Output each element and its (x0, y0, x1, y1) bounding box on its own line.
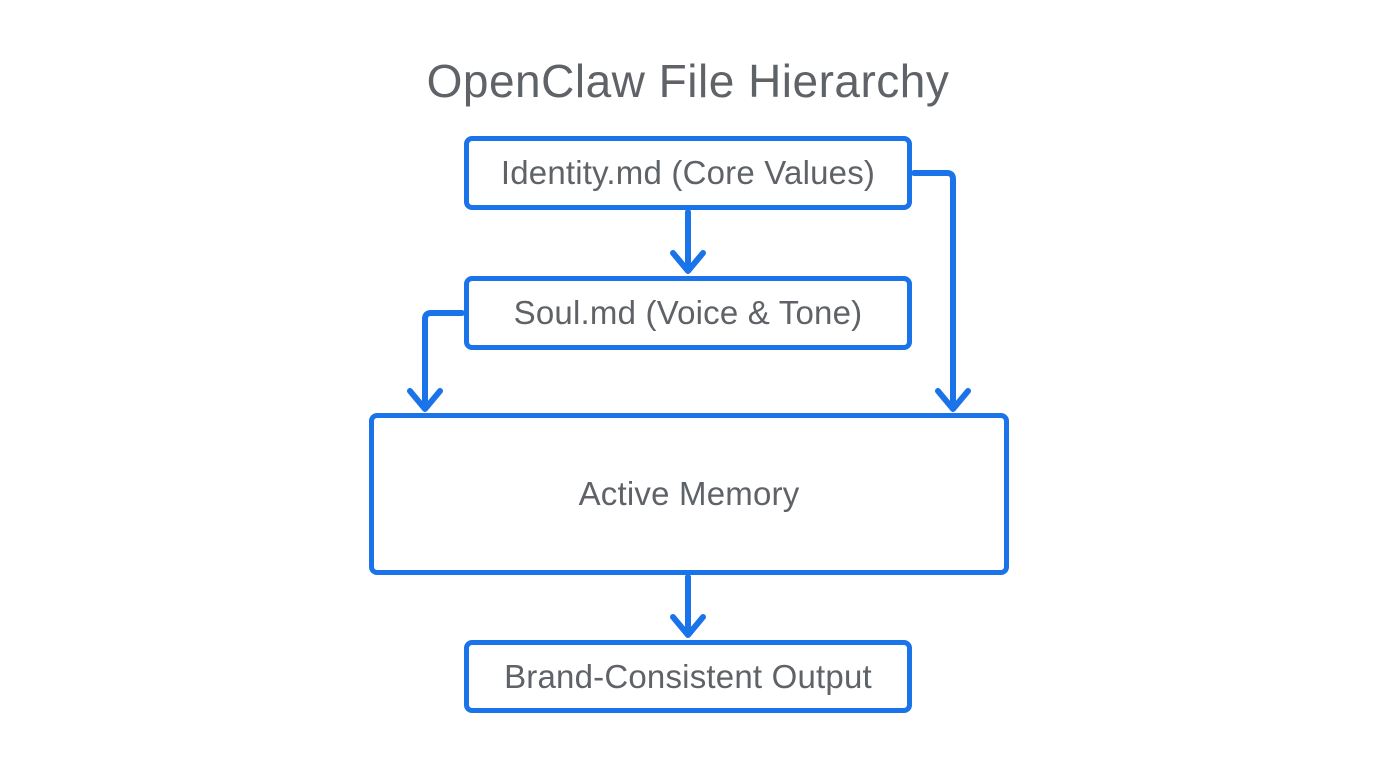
node-output-label: Brand-Consistent Output (504, 657, 872, 695)
arrow-identity-to-active-memory (911, 170, 971, 412)
node-identity-label: Identity.md (Core Values) (500, 154, 876, 191)
arrow-identity-to-soul (670, 209, 706, 274)
node-active-memory-label: Active Memory (578, 475, 800, 512)
arrow-active-memory-to-output (670, 574, 706, 638)
diagram-title: OpenClaw File Hierarchy (426, 55, 950, 107)
node-soul-label: Soul.md (Voice & Tone) (513, 294, 863, 331)
node-active-memory: Active Memory (369, 413, 1009, 575)
arrow-soul-to-active-memory (407, 310, 465, 412)
node-brand-consistent-output: Brand-Consistent Output (464, 640, 912, 713)
node-soul-md: Soul.md (Voice & Tone) (464, 276, 912, 350)
node-identity-md: Identity.md (Core Values) (464, 136, 912, 210)
